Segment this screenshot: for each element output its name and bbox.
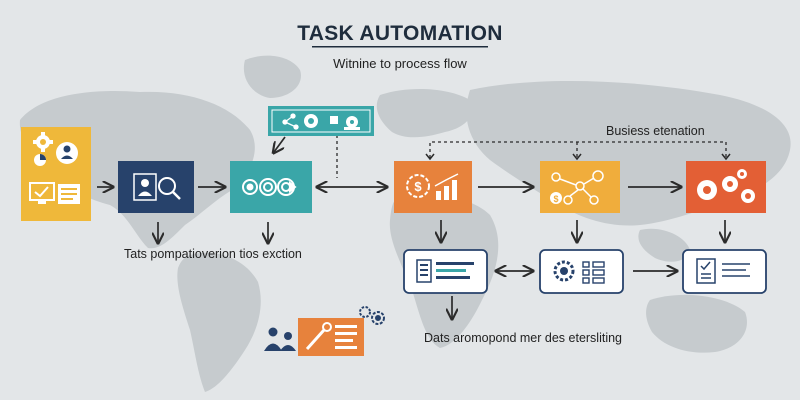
map-europe: [376, 88, 473, 138]
wrench-icon: [305, 322, 332, 351]
gears-icon: [697, 169, 755, 203]
user-search-icon: [133, 173, 181, 201]
document-icon: [335, 325, 357, 349]
monitor-check-icon: [29, 182, 55, 204]
node-tools-card: [264, 306, 385, 356]
arrow-callout-pointer: [274, 136, 286, 152]
left-caption: Tats pompatioverion tios exction: [124, 247, 302, 261]
node-input-dashboard: [21, 127, 91, 221]
map-australia: [646, 294, 747, 353]
robot-icon: [330, 116, 360, 130]
node-checklist-card: [682, 249, 767, 294]
flow-arrows: [97, 136, 725, 318]
gear-icon: [33, 132, 53, 152]
toggle-grid-icon: [582, 261, 605, 284]
user-icon: [56, 142, 78, 164]
page-title: TASK AUTOMATION: [297, 22, 503, 45]
network-icon: [551, 170, 604, 205]
node-settings-card: [539, 249, 624, 294]
map-greenland: [243, 55, 301, 98]
map-southeast-asia: [638, 228, 690, 262]
form-list-icon: [416, 259, 474, 283]
world-map-background: [19, 55, 791, 392]
node-form-card: [403, 249, 488, 294]
gears-icon: [359, 306, 385, 325]
bracket-arrowheads: [425, 153, 731, 161]
node-finance-analytics: $: [394, 161, 472, 213]
node-process-gears: [230, 161, 312, 213]
bottom-caption: Dats aromopond mer des etersliting: [424, 331, 623, 345]
dollar-icon: $: [550, 192, 562, 204]
map-south-america: [177, 252, 261, 392]
business-bracket: [429, 141, 727, 158]
network-icon: [282, 113, 299, 130]
document-icon: [58, 184, 80, 204]
svg-text:$: $: [553, 194, 558, 204]
people-icon: [264, 327, 296, 351]
money-gear-icon: $: [406, 174, 430, 198]
svg-text:$: $: [414, 179, 422, 194]
gear-icon: [553, 260, 575, 282]
node-gear-cluster: [686, 161, 766, 213]
gear-icon: [304, 114, 318, 128]
gear-chain-icon: [242, 178, 297, 196]
node-network-dollar: $: [540, 161, 620, 213]
node-process-callout: [268, 106, 374, 136]
dashed-connectors: [336, 135, 727, 178]
node-user-search: [118, 161, 194, 213]
page-subtitle: Witnine to process flow: [333, 56, 467, 71]
checklist-icon: [696, 258, 750, 284]
title-underline: [312, 46, 488, 48]
pie-chart-icon: [34, 154, 46, 166]
business-label: Busiess etenation: [606, 124, 705, 138]
bar-chart-icon: [434, 173, 459, 200]
